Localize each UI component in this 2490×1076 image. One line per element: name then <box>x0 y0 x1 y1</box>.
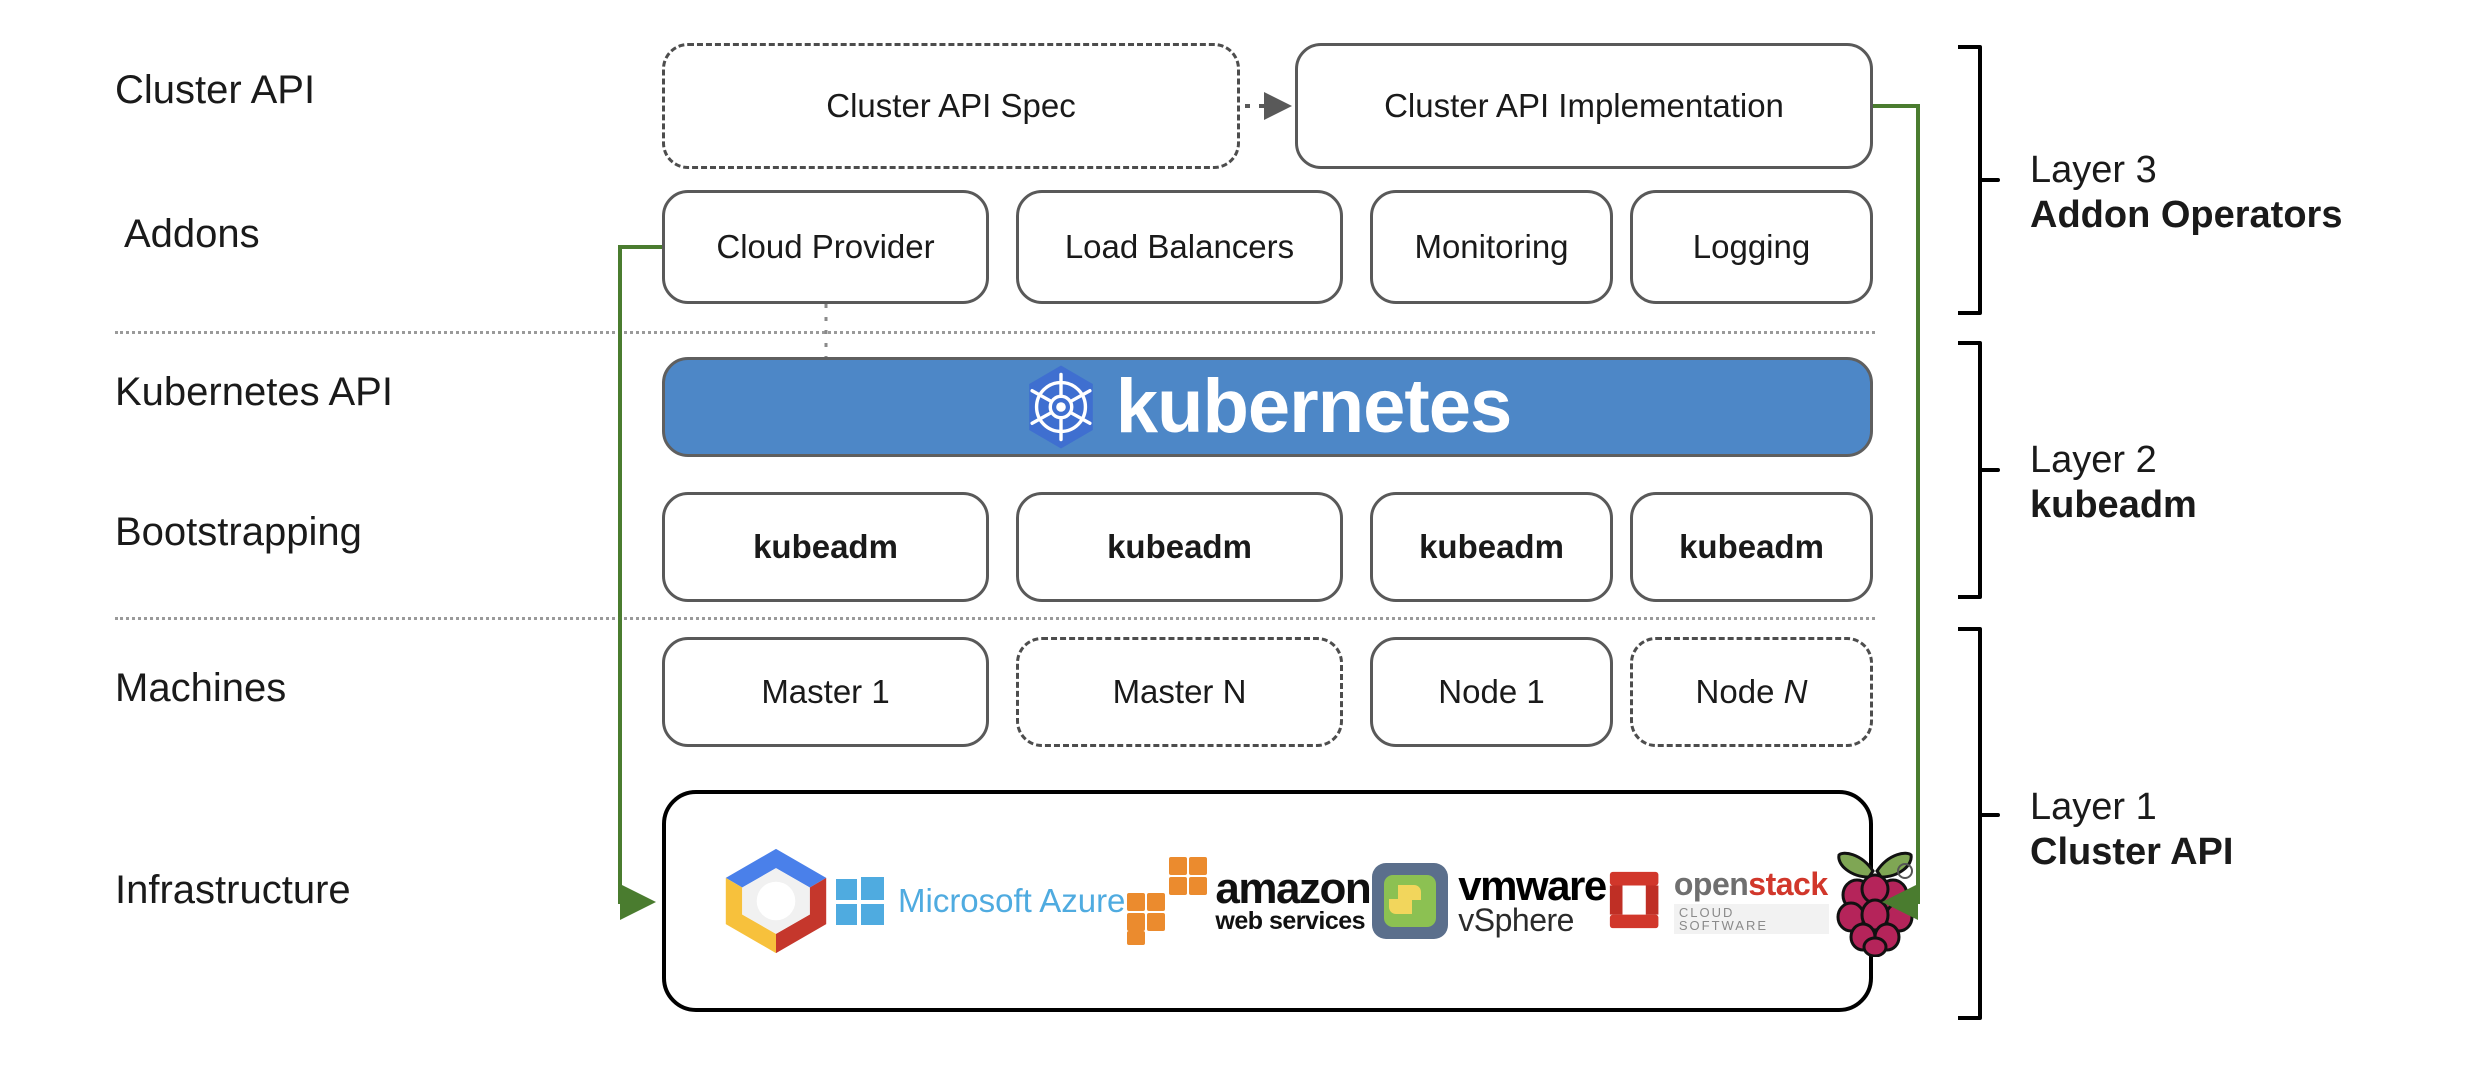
row-label-infrastructure: Infrastructure <box>115 868 351 912</box>
row-label-machines: Machines <box>115 666 287 710</box>
layer-1-line2: Cluster API <box>2030 830 2234 873</box>
kubernetes-banner: kubernetes <box>662 357 1873 457</box>
kubernetes-helm-icon <box>1028 365 1093 449</box>
layer-2-line2: kubeadm <box>2030 483 2197 526</box>
box-kubeadm-3[interactable]: kubeadm <box>1370 492 1613 602</box>
box-kubeadm-1[interactable]: kubeadm <box>662 492 989 602</box>
raspberry-pi-logo <box>1829 845 1921 957</box>
layer-3-label: Layer 3 Addon Operators <box>2030 148 2342 238</box>
bracket-layer-2 <box>1958 341 2000 599</box>
box-kubeadm-2[interactable]: kubeadm <box>1016 492 1343 602</box>
layer-1-label: Layer 1 Cluster API <box>2030 785 2233 875</box>
row-label-cluster-api: Cluster API <box>115 68 316 112</box>
box-kubeadm-4[interactable]: kubeadm <box>1630 492 1873 602</box>
openstack-logo: openstack CLOUD SOFTWARE <box>1606 865 1830 937</box>
row-label-kubernetes-api: Kubernetes API <box>115 370 393 414</box>
box-master-1[interactable]: Master 1 <box>662 637 989 747</box>
box-master-n[interactable]: Master N <box>1016 637 1343 747</box>
box-monitoring[interactable]: Monitoring <box>1370 190 1613 304</box>
google-cloud-logo <box>718 845 834 957</box>
box-node-n-label: Node <box>1695 673 1775 710</box>
row-label-bootstrapping: Bootstrapping <box>115 510 362 554</box>
vmware-label-top: vmware <box>1458 861 1607 909</box>
bracket-layer-1 <box>1958 627 2000 1020</box>
separator-layer2-layer1 <box>115 617 1875 620</box>
aws-logo: amazon web services <box>1125 855 1372 947</box>
kubernetes-wordmark: kubernetes <box>1115 364 1512 449</box>
box-node-n-suffix: N <box>1783 673 1808 710</box>
connector-cloud-provider-to-infrastructure <box>618 245 662 920</box>
openstack-label-bottom: CLOUD SOFTWARE <box>1673 904 1830 934</box>
layer-3-line2: Addon Operators <box>2030 193 2343 236</box>
layer-2-line1: Layer 2 <box>2030 439 2157 481</box>
aws-label-top: amazon <box>1215 864 1371 914</box>
openstack-label-open: open <box>1673 866 1749 902</box>
box-cluster-api-implementation[interactable]: Cluster API Implementation <box>1295 43 1873 169</box>
layer-3-line1: Layer 3 <box>2030 149 2157 191</box>
separator-layer3-layer2 <box>115 331 1875 334</box>
layer-1-line1: Layer 1 <box>2030 786 2157 828</box>
connector-implementation-to-infrastructure <box>1873 104 1920 920</box>
box-node-1[interactable]: Node 1 <box>1370 637 1613 747</box>
aws-label-bottom: web services <box>1215 907 1366 936</box>
row-label-addons: Addons <box>124 212 260 256</box>
infrastructure-box: Microsoft Azure amazon web ser <box>662 790 1914 1012</box>
vmware-vsphere-logo: vmware vSphere <box>1370 861 1607 941</box>
box-cloud-provider[interactable]: Cloud Provider <box>662 190 989 304</box>
microsoft-azure-label: Microsoft Azure <box>898 882 1126 919</box>
box-load-balancers[interactable]: Load Balancers <box>1016 190 1343 304</box>
microsoft-azure-logo: Microsoft Azure <box>834 875 1125 927</box>
box-node-n[interactable]: Node N <box>1630 637 1873 747</box>
box-logging[interactable]: Logging <box>1630 190 1873 304</box>
openstack-label-stack: stack <box>1748 866 1828 902</box>
bracket-layer-3 <box>1958 45 2000 315</box>
layer-2-label: Layer 2 kubeadm <box>2030 438 2197 528</box>
vmware-label-bottom: vSphere <box>1458 901 1574 938</box>
box-cluster-api-spec[interactable]: Cluster API Spec <box>662 43 1240 169</box>
